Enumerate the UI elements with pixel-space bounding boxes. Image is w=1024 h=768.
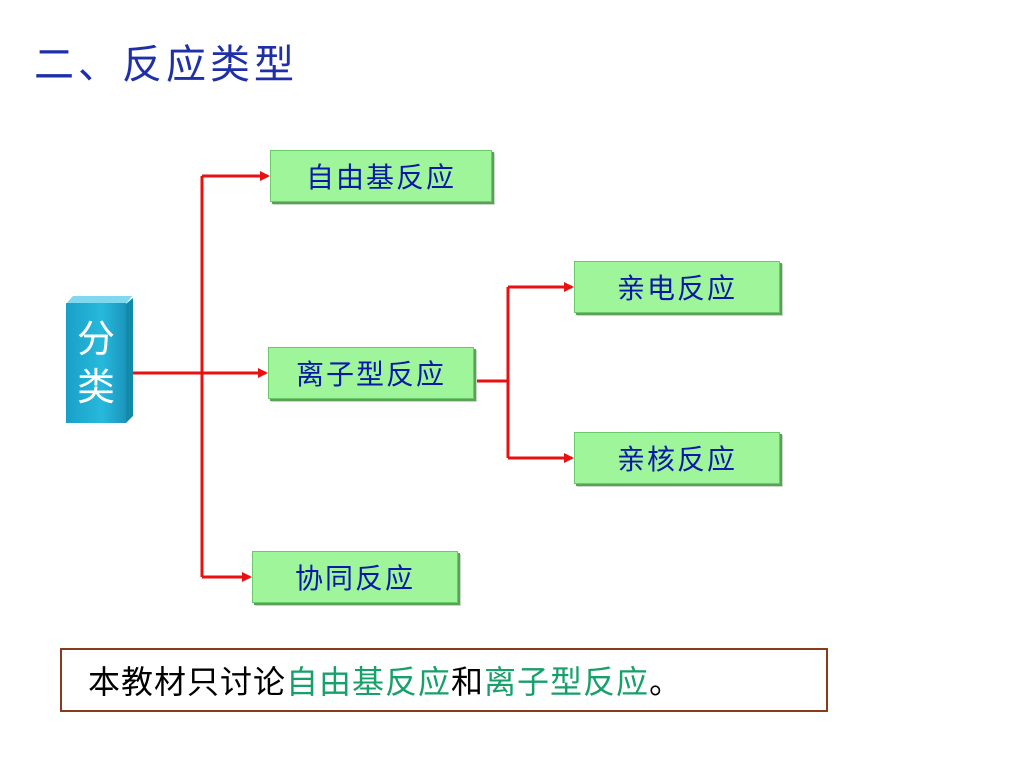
node-nucleophilic: 亲核反应 (574, 432, 780, 484)
root-char-1: 分 (76, 317, 115, 361)
node-free-radical: 自由基反应 (270, 150, 492, 202)
note-highlight-free-radical: 自由基反应 (286, 663, 452, 701)
root-char-2: 类 (76, 365, 115, 409)
note-box: 本教材只讨论 自由基反应 和 离子型反应 。 (60, 648, 828, 712)
node-concerted: 协同反应 (252, 551, 458, 603)
root-box-top-face (66, 296, 132, 304)
note-highlight-ionic: 离子型反应 (484, 663, 650, 701)
node-ionic: 离子型反应 (268, 347, 474, 399)
root-box-side-face (126, 298, 133, 423)
note-prefix: 本教材只讨论 (88, 663, 287, 701)
node-electrophilic: 亲电反应 (574, 261, 780, 313)
note-middle: 和 (451, 663, 485, 701)
note-suffix: 。 (649, 663, 683, 701)
root-node-classification: 分 类 (66, 303, 126, 423)
page-title: 二、反应类型 (34, 42, 298, 88)
